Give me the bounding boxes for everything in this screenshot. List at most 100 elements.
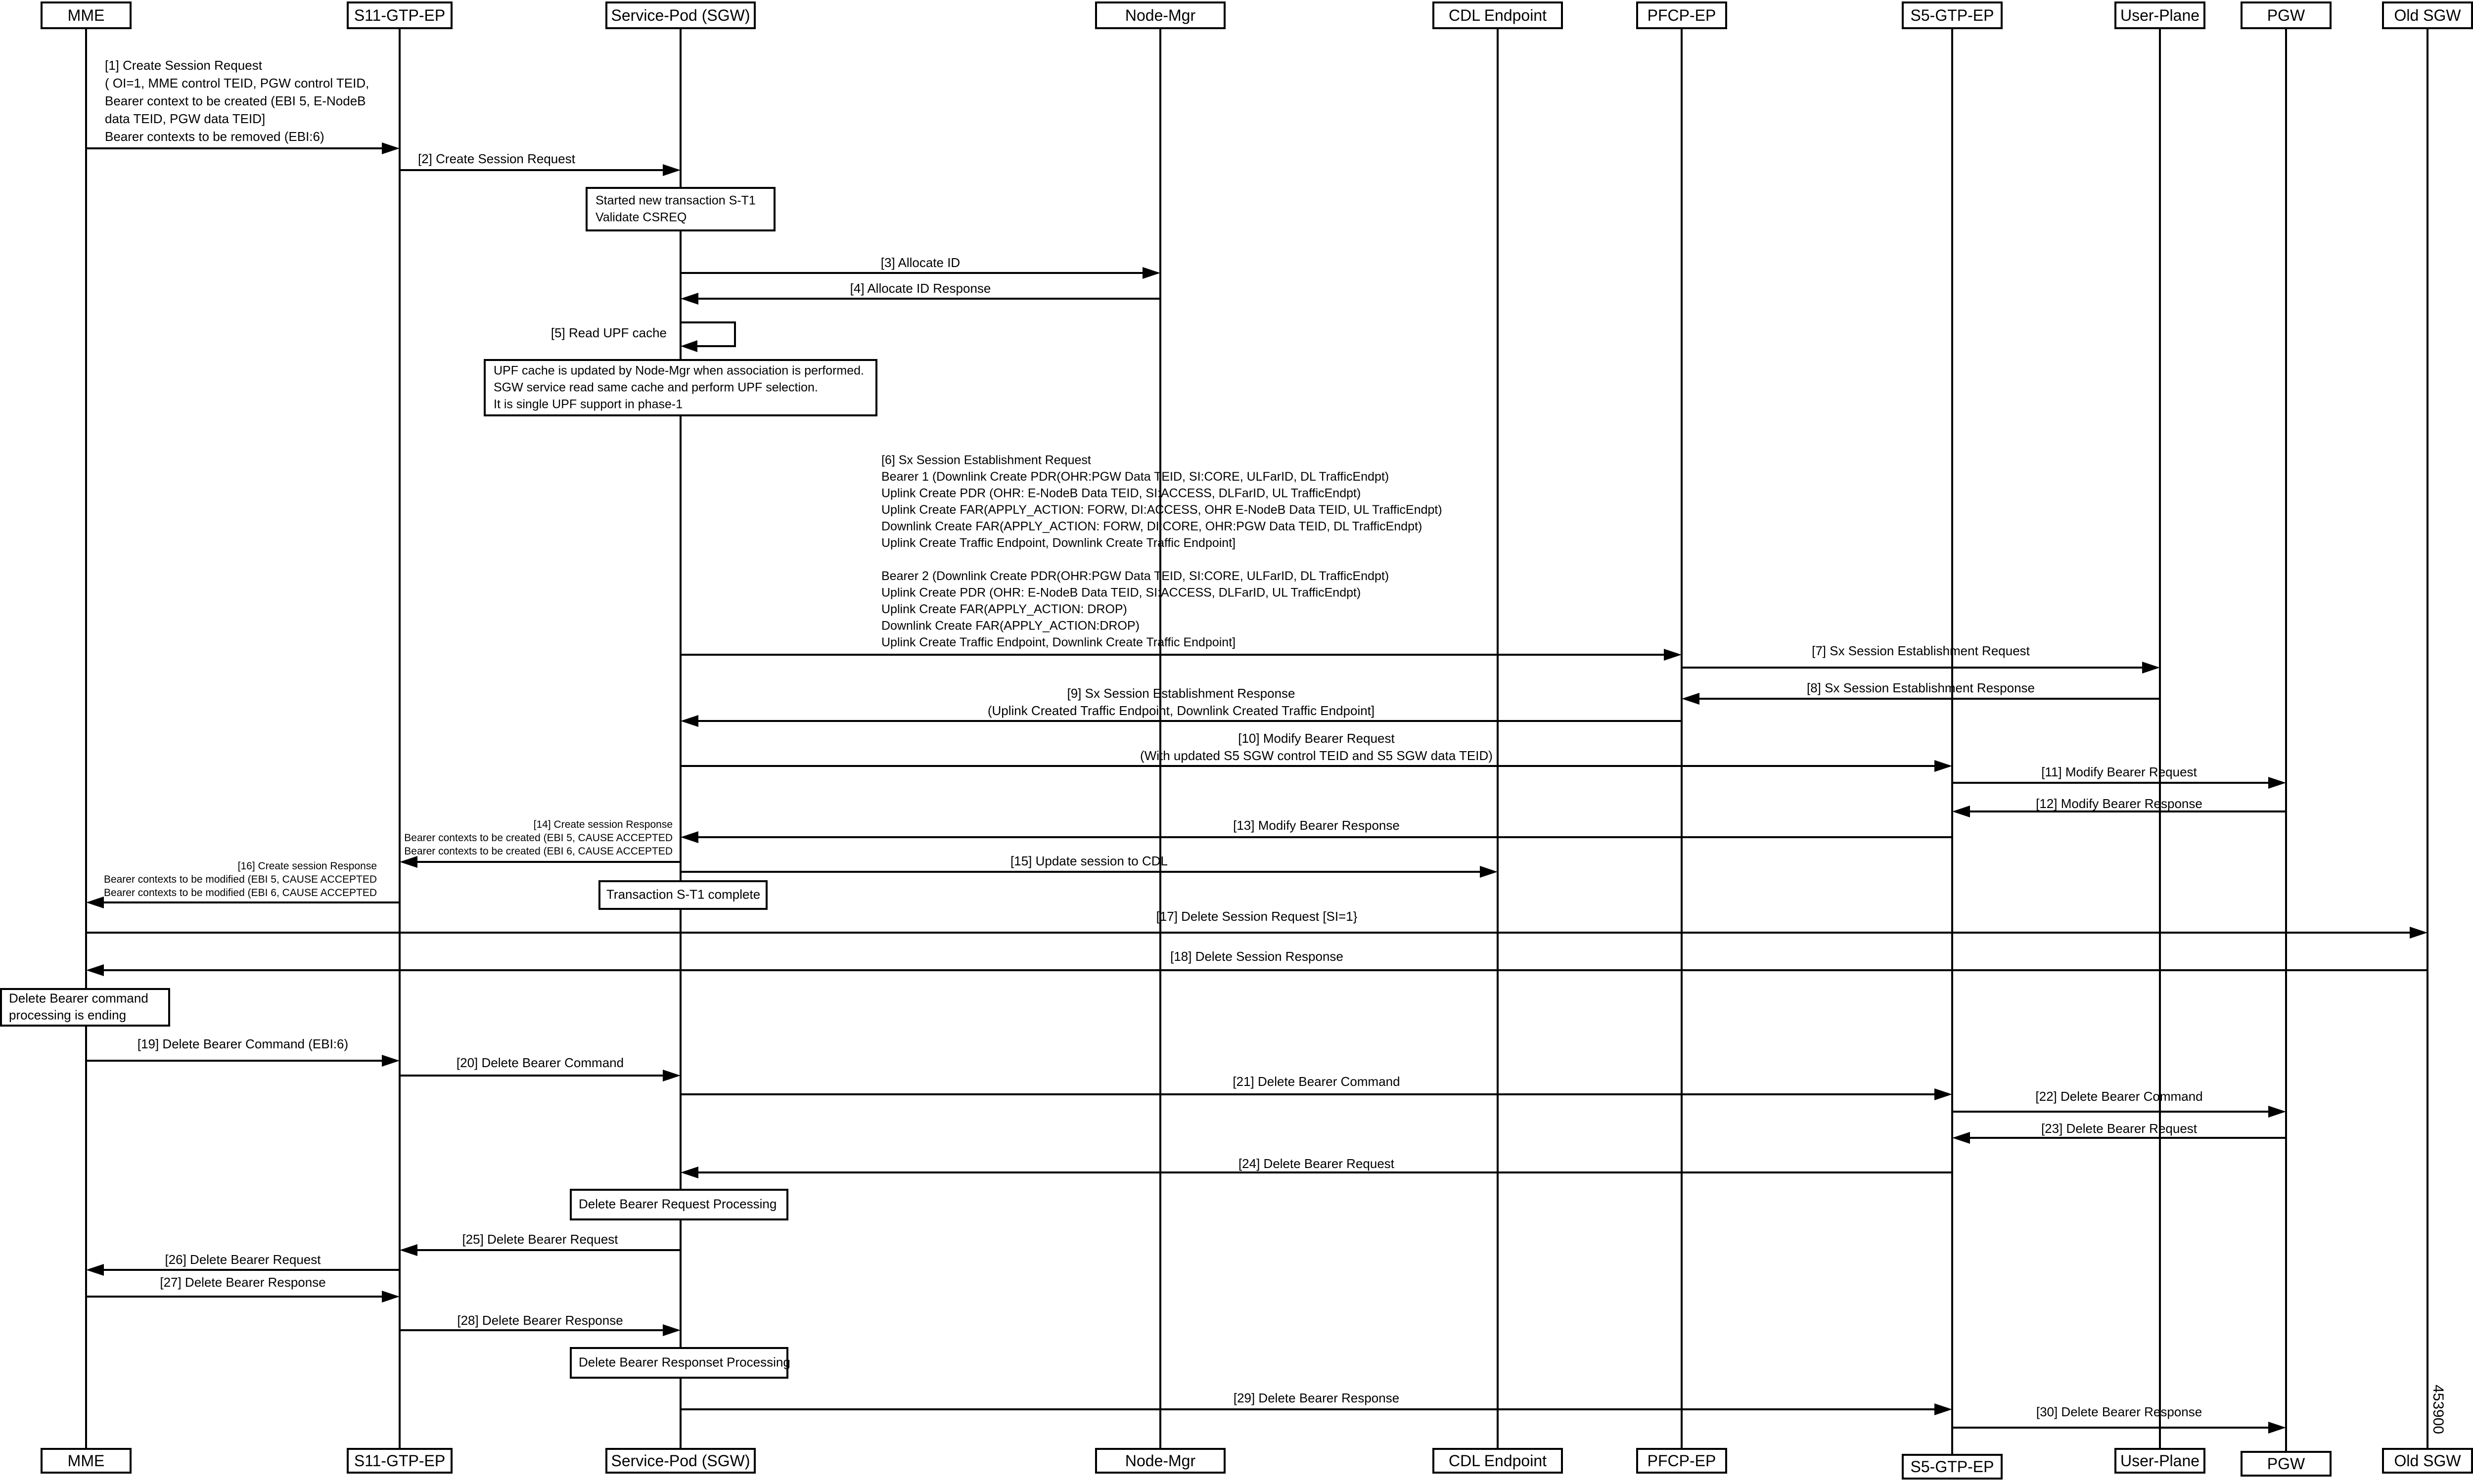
participant-box [347, 1, 453, 29]
participant-label: S11-GTP-EP [354, 1452, 445, 1470]
message-label: Uplink Create FAR(APPLY_ACTION: FORW, DI… [881, 503, 1442, 517]
participant-pgw-bottom: PGW [2241, 1451, 2332, 1477]
message-m30-arrowhead [2268, 1422, 2286, 1434]
participant-box [1432, 1, 1563, 29]
message-label: [30] Delete Bearer Response [2036, 1404, 2202, 1419]
message-label: [16] Create session Response [238, 860, 377, 872]
participant-pgw-top: PGW [2241, 1, 2332, 29]
participant-box [605, 1, 756, 29]
note-n5: Delete Bearer Request Processing [570, 1189, 788, 1220]
participant-label: MME [68, 1452, 105, 1470]
message-m16-arrowhead [86, 897, 104, 908]
participant-box [41, 1448, 132, 1474]
message-m3: [3] Allocate ID [881, 255, 960, 270]
message-label: [18] Delete Session Response [1170, 949, 1343, 964]
message-label: [13] Modify Bearer Response [1233, 818, 1400, 833]
participant-s5-top: S5-GTP-EP [1902, 1, 2003, 29]
message-m23-arrowhead [1952, 1132, 1970, 1144]
message-label: Bearer contexts to be created (EBI 5, CA… [404, 832, 673, 844]
participant-label: Node-Mgr [1125, 6, 1196, 24]
note-text: SGW service read same cache and perform … [494, 380, 818, 394]
participant-label: MME [68, 6, 105, 24]
message-label: [14] Create session Response [534, 819, 673, 830]
message-m23: [23] Delete Bearer Request [2041, 1121, 2198, 1136]
message-label: [3] Allocate ID [881, 255, 960, 270]
message-m10: [10] Modify Bearer Request(With updated … [1140, 731, 1493, 763]
message-m28: [28] Delete Bearer Response [457, 1313, 623, 1328]
participant-mme-bottom: MME [41, 1448, 132, 1474]
message-m27-arrowhead [382, 1291, 400, 1303]
participant-box [347, 1448, 453, 1474]
message-m5: [5] Read UPF cache [551, 321, 736, 352]
message-m9-arrowhead [681, 715, 698, 727]
message-m12-arrowhead [1952, 806, 1970, 817]
message-label: Downlink Create FAR(APPLY_ACTION:DROP) [881, 619, 1140, 633]
participant-label: PFCP-EP [1648, 6, 1716, 24]
note-text: Delete Bearer Responset Processing [579, 1354, 790, 1369]
message-m12: [12] Modify Bearer Response [2036, 796, 2202, 811]
message-m29: [29] Delete Bearer Response [1234, 1391, 1399, 1405]
message-label: Uplink Create Traffic Endpoint, Downlink… [881, 635, 1236, 649]
note-box [570, 1189, 788, 1220]
participant-sgw-bottom: Service-Pod (SGW) [605, 1448, 756, 1474]
message-m27: [27] Delete Bearer Response [160, 1275, 325, 1290]
message-m20-arrowhead [663, 1070, 681, 1081]
note-text: UPF cache is updated by Node-Mgr when as… [494, 363, 864, 377]
participant-label: S5-GTP-EP [1911, 1458, 1994, 1476]
message-m21: [21] Delete Bearer Command [1233, 1074, 1400, 1089]
message-label: [29] Delete Bearer Response [1234, 1391, 1399, 1405]
participant-up-top: User-Plane [2114, 1, 2205, 29]
participant-nodemgr-top: Node-Mgr [1095, 1, 1226, 29]
participant-s5-bottom: S5-GTP-EP [1902, 1454, 2003, 1480]
message-m19: [19] Delete Bearer Command (EBI:6) [137, 1036, 348, 1051]
message-m28-arrowhead [663, 1324, 681, 1336]
participant-label: Service-Pod (SGW) [611, 6, 750, 24]
note-box [598, 880, 768, 910]
message-label: [12] Modify Bearer Response [2036, 796, 2202, 811]
participant-box [2382, 1448, 2473, 1474]
participant-label: S5-GTP-EP [1911, 6, 1994, 24]
participant-up-bottom: User-Plane [2114, 1448, 2205, 1474]
note-box [570, 1347, 788, 1379]
message-label: [19] Delete Bearer Command (EBI:6) [137, 1036, 348, 1051]
figure-id: 453900 [2430, 1385, 2446, 1434]
participant-cdl-top: CDL Endpoint [1432, 1, 1563, 29]
participant-sgw-top: Service-Pod (SGW) [605, 1, 756, 29]
message-label: (Uplink Created Traffic Endpoint, Downli… [988, 703, 1374, 718]
message-m6: [6] Sx Session Establishment RequestBear… [881, 453, 1442, 650]
participant-label: Old SGW [2394, 1452, 2461, 1470]
participant-box [2382, 1, 2473, 29]
message-m7: [7] Sx Session Establishment Request [1812, 643, 2030, 658]
participant-box [1432, 1448, 1563, 1474]
message-m20: [20] Delete Bearer Command [457, 1055, 624, 1070]
participant-box [1095, 1, 1226, 29]
participant-cdl-bottom: CDL Endpoint [1432, 1448, 1563, 1474]
message-m29-arrowhead [1934, 1403, 1952, 1415]
participant-box [1902, 1, 2003, 29]
message-label: Bearer context to be created (EBI 5, E-N… [105, 93, 366, 108]
message-m22: [22] Delete Bearer Command [2035, 1089, 2202, 1104]
message-label: [11] Modify Bearer Request [2041, 764, 2197, 779]
message-label: [5] Read UPF cache [551, 325, 667, 340]
message-m13-arrowhead [681, 831, 698, 843]
participant-nodemgr-bottom: Node-Mgr [1095, 1448, 1226, 1474]
participant-oldsgw-bottom: Old SGW [2382, 1448, 2473, 1474]
message-m4: [4] Allocate ID Response [850, 281, 991, 296]
participant-label: PFCP-EP [1648, 1452, 1716, 1470]
note-text: Delete Bearer command [9, 990, 148, 1005]
participant-s11-bottom: S11-GTP-EP [347, 1448, 453, 1474]
note-text: processing is ending [9, 1007, 126, 1022]
participant-box [1902, 1454, 2003, 1480]
message-label: [7] Sx Session Establishment Request [1812, 643, 2030, 658]
participant-label: Old SGW [2394, 6, 2461, 24]
note-box [586, 187, 776, 231]
message-label: Downlink Create FAR(APPLY_ACTION: FORW, … [881, 520, 1422, 534]
participant-box [1636, 1448, 1727, 1474]
participant-pfcp-bottom: PFCP-EP [1636, 1448, 1727, 1474]
message-m21-arrowhead [1934, 1088, 1952, 1100]
message-label: [10] Modify Bearer Request [1238, 731, 1395, 746]
participant-box [2114, 1448, 2205, 1474]
message-m11: [11] Modify Bearer Request [2041, 764, 2197, 779]
message-m11-arrowhead [2268, 777, 2286, 789]
